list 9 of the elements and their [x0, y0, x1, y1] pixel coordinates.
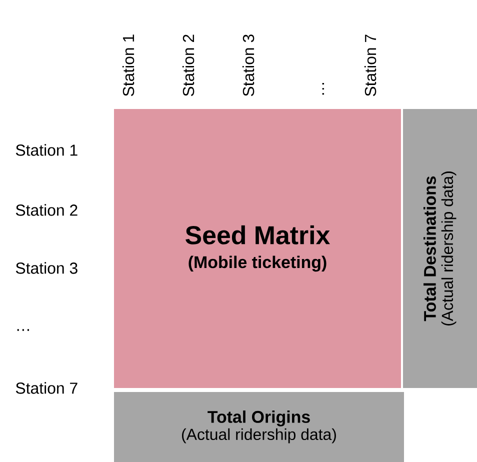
row-label: Station 3	[16, 262, 78, 274]
row-label: …	[17, 329, 29, 331]
column-label: Station 7	[364, 34, 376, 96]
row-label: Station 7	[16, 382, 78, 394]
total-bar: Total Origins (Actual ridership data)	[114, 392, 404, 462]
total-bar: Total Destinations (Actual ridership data)	[403, 108, 477, 388]
row-label: Station 2	[16, 204, 78, 216]
row-label: Station 1	[16, 144, 78, 156]
matrix-block: Seed Matrix (Mobile ticketing)	[114, 108, 401, 388]
